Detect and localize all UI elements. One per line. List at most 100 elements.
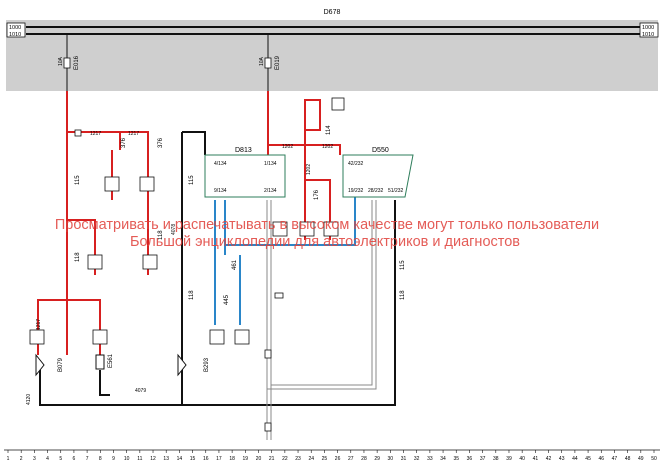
ruler-label: 5	[59, 456, 62, 462]
module-d550-label: D550	[372, 147, 389, 154]
ruler-label: 11	[137, 456, 142, 462]
ruler-label: 41	[533, 456, 539, 462]
component-b079: B079	[35, 353, 64, 377]
wire-label-4078: 4078	[171, 224, 177, 235]
ruler-label: 34	[440, 456, 446, 462]
blue-wires	[214, 195, 356, 325]
wire-label-4079: 4079	[135, 388, 146, 394]
black-wires	[39, 131, 396, 406]
fuse-e019	[264, 57, 272, 69]
ruler-label: 21	[269, 456, 275, 462]
ruler-label: 6	[73, 456, 76, 462]
bus-label-left-1000: 1000	[9, 25, 21, 31]
ruler-label: 43	[559, 456, 565, 462]
module-d813	[204, 154, 286, 198]
ruler-label: 49	[638, 456, 644, 462]
ruler-label: 18	[229, 456, 235, 462]
ruler-label: 17	[216, 456, 222, 462]
ruler-label: 40	[519, 456, 525, 462]
fuse-e019-rating: 10A	[259, 56, 265, 66]
connector-176: 176	[314, 189, 320, 200]
ruler-label: 15	[190, 456, 196, 462]
ruler-label: 23	[295, 456, 301, 462]
ruler-label: 25	[322, 456, 328, 462]
ruler-label: 35	[453, 456, 459, 462]
fuse-e016-rating: 10A	[58, 56, 64, 66]
module-d813-label: D813	[235, 147, 252, 154]
d550-pin-51: 51/232	[388, 188, 404, 194]
wire-label-1217-a: 1217	[90, 131, 101, 137]
component-e561: E561	[95, 353, 114, 370]
connector-115-mid: 115	[189, 175, 195, 185]
ruler-label: 27	[348, 456, 354, 462]
ruler-label: 13	[163, 456, 169, 462]
ruler-label: 36	[467, 456, 473, 462]
d813-pin-4: 4/134	[214, 161, 227, 167]
d813-pin-2: 2/134	[264, 188, 277, 194]
ruler-label: 47	[612, 456, 618, 462]
connector-118-left: 118	[75, 252, 81, 262]
component-b293-label: B293	[204, 357, 210, 372]
ruler-label: 26	[335, 456, 341, 462]
ruler-label: 4	[46, 456, 49, 462]
ruler-label: 2	[20, 456, 23, 462]
connector-376-b: 376	[158, 137, 164, 148]
ruler-label: 9	[112, 456, 115, 462]
connector-118-mid: 118	[158, 230, 164, 240]
ruler-label: 37	[480, 456, 486, 462]
ruler-label: 44	[572, 456, 578, 462]
component-b293: B293	[177, 353, 210, 377]
wire-label-4120: 4120	[26, 394, 32, 405]
ruler-label: 19	[243, 456, 249, 462]
fuse-e016	[63, 57, 71, 69]
connector-114: 114	[326, 125, 332, 135]
red-wires	[37, 91, 341, 355]
ruler-label: 16	[203, 456, 209, 462]
connector-118-black: 118	[189, 290, 195, 300]
module-d550	[342, 154, 414, 198]
fuse-e019-label: E019	[275, 55, 281, 70]
terminal-blocks	[29, 97, 345, 432]
ruler-label: 14	[177, 456, 183, 462]
connector-118-right: 118	[400, 290, 406, 300]
ruler-label: 50	[651, 456, 657, 462]
ruler-label: 12	[150, 456, 156, 462]
connector-461: 461	[232, 259, 238, 270]
component-b079-label: B079	[58, 357, 64, 372]
ruler-label: 33	[427, 456, 433, 462]
connector-445: 445	[224, 294, 230, 305]
d813-pin-9: 9/134	[214, 188, 227, 194]
wire-label-1202-c: 1202	[306, 164, 312, 175]
component-e561-label: E561	[108, 353, 114, 368]
wire-label-1217-b: 1217	[128, 131, 139, 137]
ruler-label: 1	[7, 456, 10, 462]
connector-115-right: 115	[400, 260, 406, 270]
ruler-label: 30	[388, 456, 394, 462]
ruler-label: 10	[124, 456, 130, 462]
d813-pin-1: 1/134	[264, 161, 277, 167]
d550-pin-42: 42/232	[348, 161, 364, 167]
grey-wires	[266, 200, 377, 440]
ruler-label: 24	[308, 456, 314, 462]
ruler-label: 29	[374, 456, 380, 462]
d550-pin-28: 28/232	[368, 188, 384, 194]
ruler-label: 20	[256, 456, 262, 462]
fuse-e016-label: E016	[74, 55, 80, 70]
ruler-label: 39	[506, 456, 512, 462]
ruler-label: 45	[585, 456, 591, 462]
ruler-label: 32	[414, 456, 420, 462]
bus-label-left-1010: 1010	[9, 32, 21, 38]
power-band	[6, 20, 658, 91]
connector-115-left: 115	[75, 175, 81, 185]
ruler-label: 42	[546, 456, 552, 462]
ruler-label: 48	[625, 456, 631, 462]
ruler-label: 46	[598, 456, 604, 462]
bus-label-right-1010: 1010	[642, 32, 654, 38]
ruler-label: 8	[99, 456, 102, 462]
ruler-label: 7	[86, 456, 89, 462]
ruler-label: 28	[361, 456, 367, 462]
d550-pin-19: 19/232	[348, 188, 364, 194]
wire-label-1202-a: 1202	[282, 144, 293, 150]
